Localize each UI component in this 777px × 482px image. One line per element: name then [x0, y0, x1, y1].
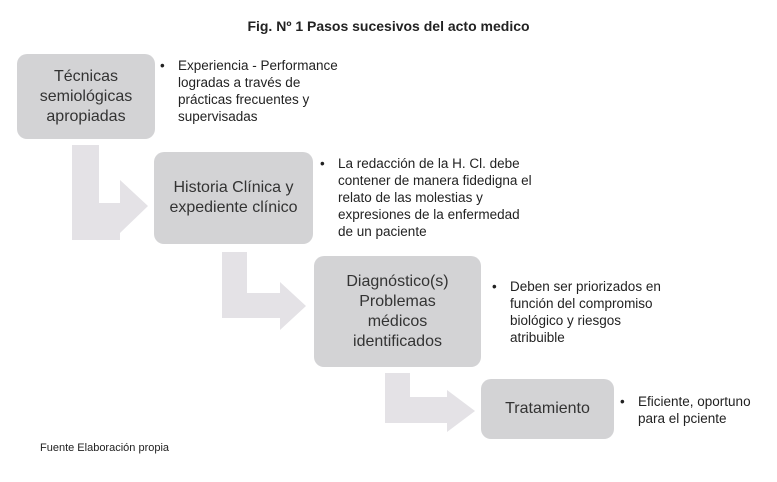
step-note: • Deben ser priorizados en función del co… — [492, 278, 662, 346]
step-label: Técnicas semiológicas apropiadas — [39, 67, 133, 125]
step-box-tecnicas: Técnicas semiológicas apropiadas — [17, 54, 155, 139]
bullet-icon: • — [160, 58, 165, 73]
step-note-text: Eficiente, oportuno para el pciente — [638, 394, 751, 426]
step-note: • Eficiente, oportuno para el pciente — [620, 393, 770, 427]
step-box-tratamiento: Tratamiento — [481, 379, 614, 439]
step-box-diagnostico: Diagnóstico(s) Problemas médicos identif… — [314, 256, 481, 367]
arrow-3-icon — [385, 373, 475, 432]
step-note-text: La redacción de la H. Cl. debe contener … — [338, 156, 532, 239]
step-note: • La redacción de la H. Cl. debe contener… — [320, 155, 535, 240]
step-label: Tratamiento — [505, 400, 590, 417]
step-box-historia: Historia Clínica y expediente clínico — [154, 152, 313, 244]
figure-title: Fig. Nº 1 Pasos sucesivos del acto medic… — [247, 18, 530, 34]
bullet-icon: • — [320, 156, 325, 171]
arrow-2-icon — [222, 252, 306, 330]
bullet-icon: • — [620, 394, 625, 409]
bullet-icon: • — [492, 279, 497, 294]
step-note-text: Experiencia - Performance logradas a tra… — [178, 58, 338, 124]
source-note: Fuente Elaboración propia — [40, 442, 170, 454]
step-note-text: Deben ser priorizados en función del com… — [510, 279, 661, 345]
step-label: Historia Clínica y expediente clínico — [169, 179, 298, 216]
arrow-1-icon — [72, 145, 148, 240]
step-note: • Experiencia - Performance logradas a tr… — [160, 57, 350, 125]
step-label: Diagnóstico(s) Problemas médicos identif… — [346, 272, 449, 350]
